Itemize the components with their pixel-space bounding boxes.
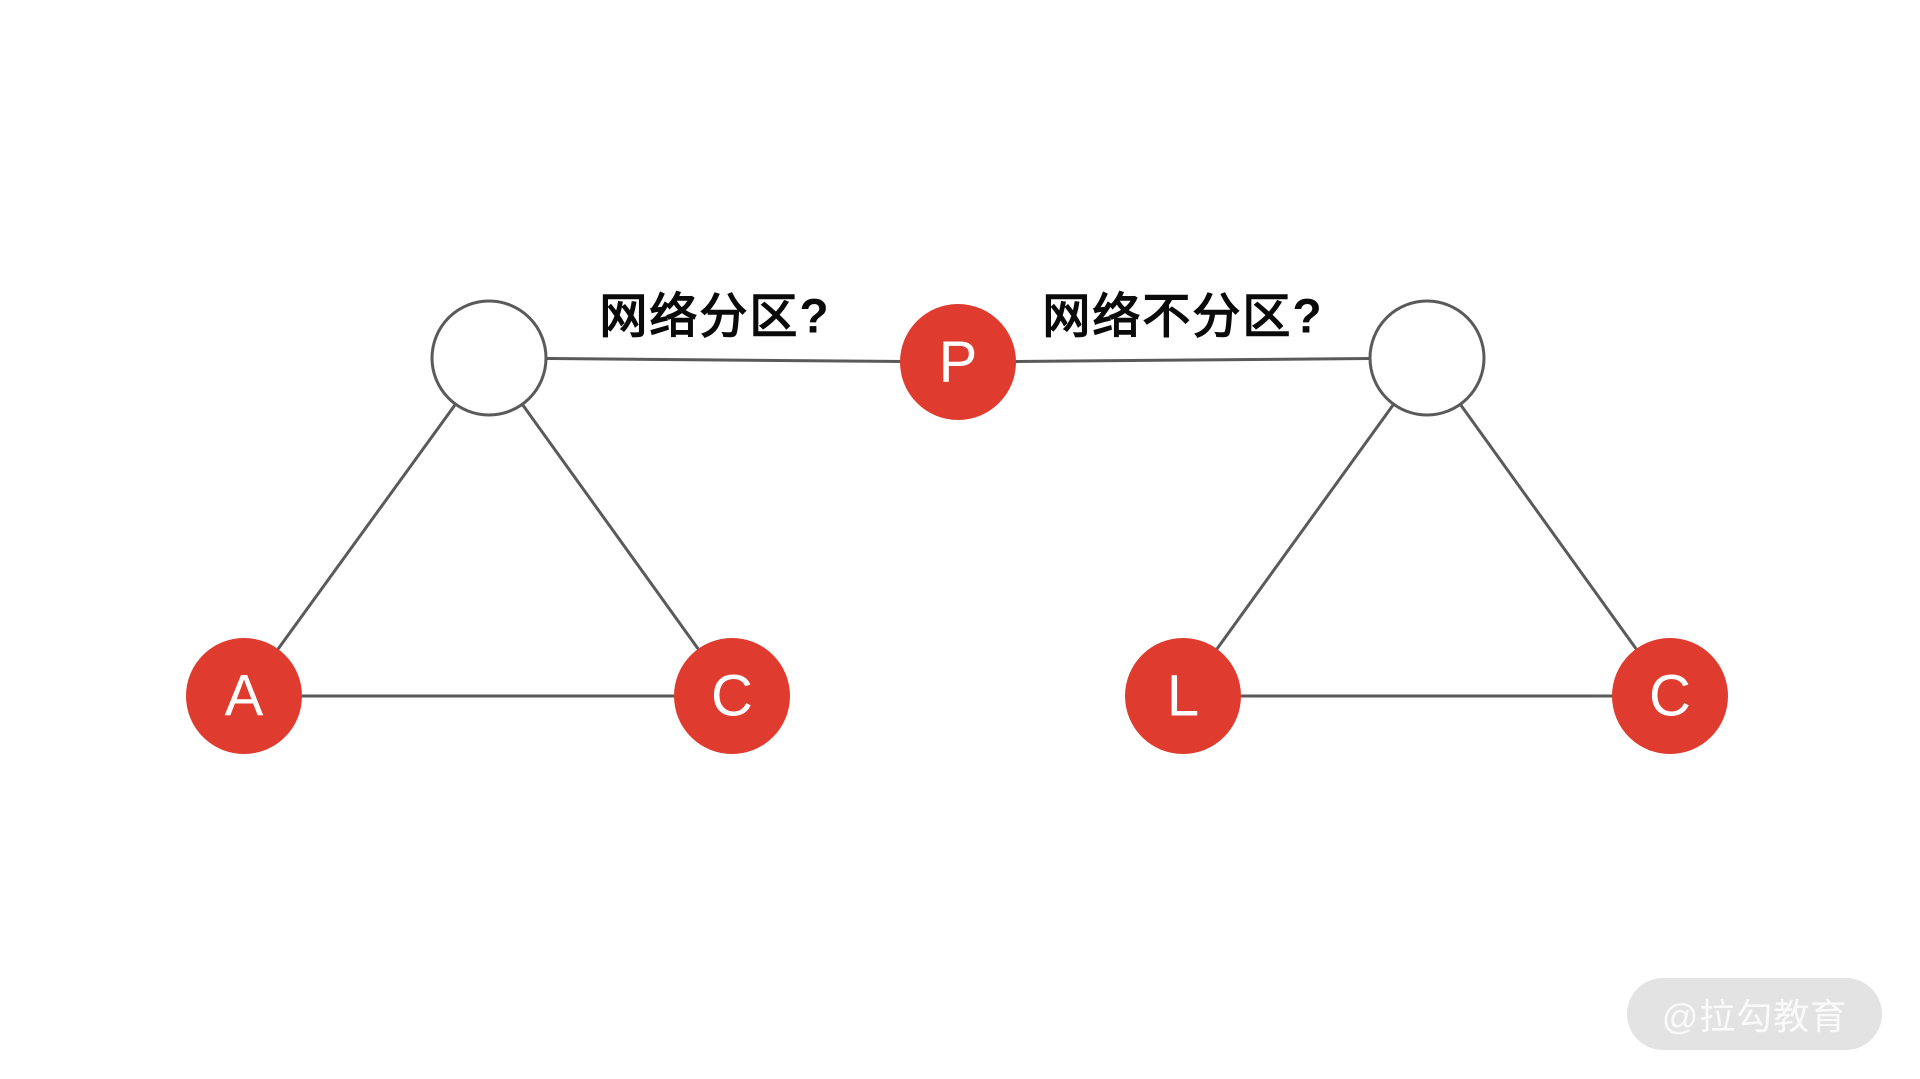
edge-left-top-circle-left-node-a [242,357,491,697]
node-circle [1612,638,1728,754]
node-letter-center-node-p: P [939,330,978,395]
node-center-node-p: P [900,304,1016,420]
node-circle [186,638,302,754]
node-circle [900,304,1016,420]
edge-left-top-circle-left-node-c [487,357,734,697]
edge-center-node-p-right-top-circle [957,356,1428,364]
node-letter-right-node-c: C [1649,664,1691,729]
node-letter-left-node-c: C [711,664,753,729]
node-left-top-circle [430,299,548,417]
node-letter-right-node-l: L [1167,664,1199,729]
node-letter-left-node-a: A [225,664,264,729]
no-partition-question-label: 网络不分区? [1042,290,1323,344]
node-left-node-c: C [674,638,790,754]
replica-circle [430,299,548,417]
node-left-node-a: A [186,638,302,754]
watermark-text: @拉勾教育 [1661,996,1848,1037]
edge-right-top-circle-right-node-l [1181,357,1429,697]
node-circle [674,638,790,754]
node-right-top-circle [1368,299,1486,417]
node-circle [1125,638,1241,754]
partition-question-label: 网络分区? [599,290,830,344]
replica-circle [1368,299,1486,417]
node-right-node-c: C [1612,638,1728,754]
edge-left-top-circle-center-node-p [488,356,959,364]
edge-right-top-circle-right-node-c [1425,357,1672,697]
node-right-node-l: L [1125,638,1241,754]
watermark-badge: @拉勾教育 [1627,978,1882,1050]
